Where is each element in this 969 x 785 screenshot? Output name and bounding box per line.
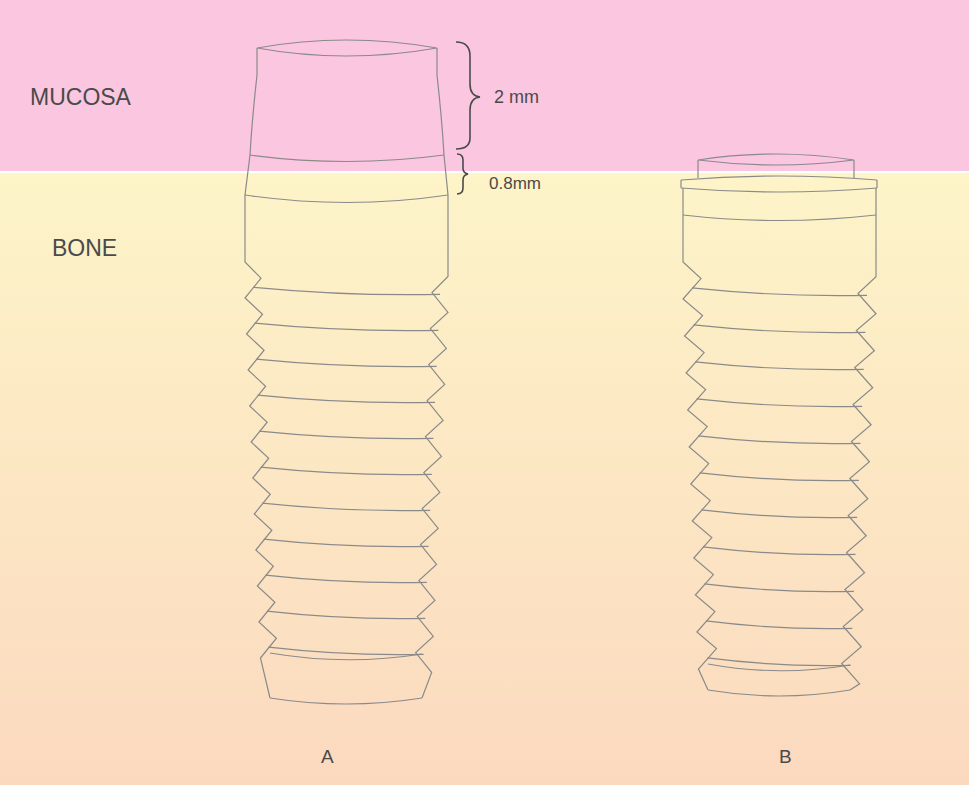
dimension-label: 2 mm [494, 88, 539, 108]
region-label: BONE [52, 236, 117, 261]
bone-region [0, 172, 969, 785]
implant-b [681, 154, 877, 696]
bone-line [0, 171, 969, 173]
implant-a [245, 40, 448, 704]
region-label: MUCOSA [30, 85, 131, 110]
implant-label: A [321, 747, 334, 768]
implant-label: B [779, 747, 792, 768]
dimension-brace [456, 42, 480, 194]
mucosa-region [0, 0, 969, 172]
dimension-label: 0.8mm [489, 175, 541, 194]
